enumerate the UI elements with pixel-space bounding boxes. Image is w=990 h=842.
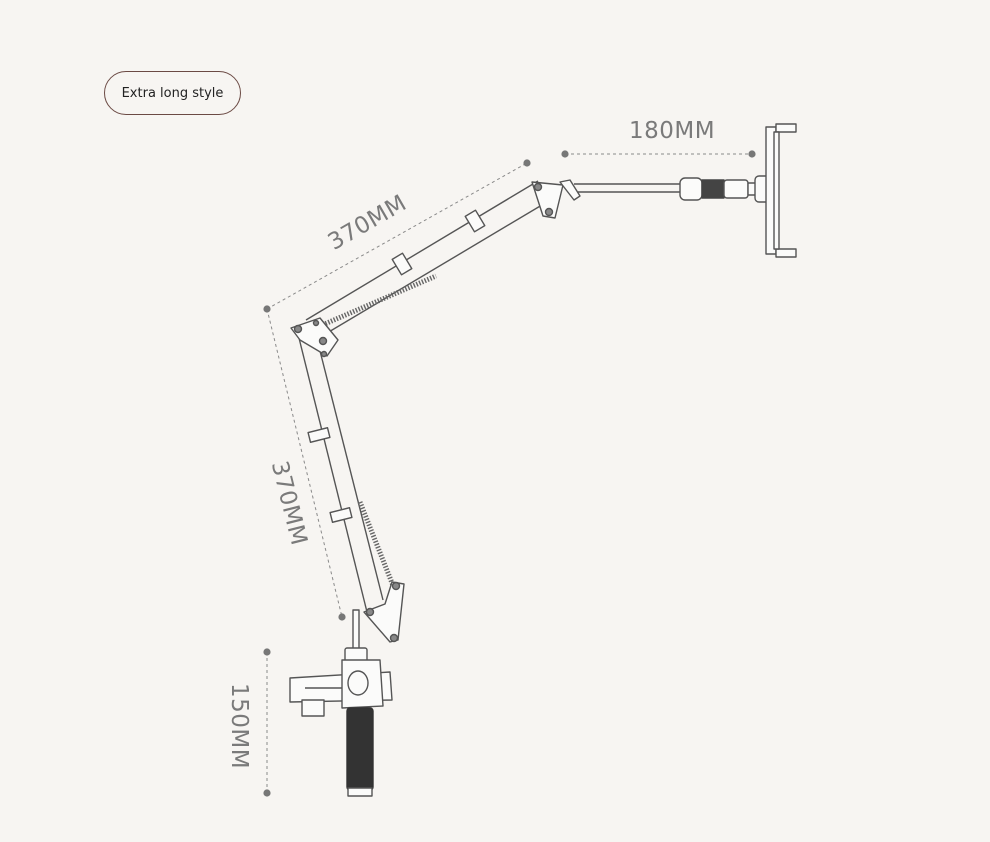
dim-line-upper-arm [266,162,528,310]
upper-arm-rail-bottom [321,198,553,337]
holder-width-label: 180MM [629,118,715,144]
lower-arm-clip-1 [307,427,331,443]
stand-post [352,609,360,651]
dimension-lines [266,153,752,793]
clamp-height-label: 150MM [226,683,252,769]
stand-arm [289,123,797,797]
dimension-endpoints [263,150,756,797]
phone-clamp-pad [773,131,780,250]
holder-ball-joint [679,177,703,201]
upper-arm-rail-top [305,180,539,321]
upper-spring [319,273,437,329]
top-joint [531,181,564,219]
clamp-bolt [347,670,369,696]
dim-line-lower-arm [266,308,343,618]
lower-arm-clip-2 [329,507,353,523]
lower-arm-rail-right [317,342,384,601]
style-badge: Extra long style [104,71,241,115]
phone-clamp-bottom-jaw [775,248,797,258]
lower-arm-rail-left [297,333,368,613]
lower-spring [357,501,397,589]
upper-arm-clip-2 [464,209,486,233]
clamp-handle-cap [347,787,373,797]
phone-clamp-top-jaw [775,123,797,133]
style-badge-label: Extra long style [121,85,224,101]
upper-arm-clip-1 [391,252,413,276]
top-joint-knob [559,179,581,201]
elbow-joint [290,317,339,357]
holder-knob-cap [723,179,749,199]
upper-arm-length-label: 370MM [324,190,412,256]
holder-knurled-knob [701,179,725,199]
bottom-joint [363,581,405,643]
clamp-handle [346,707,374,791]
clamp-pad [301,699,325,717]
lower-arm-length-label: 370MM [266,458,312,548]
